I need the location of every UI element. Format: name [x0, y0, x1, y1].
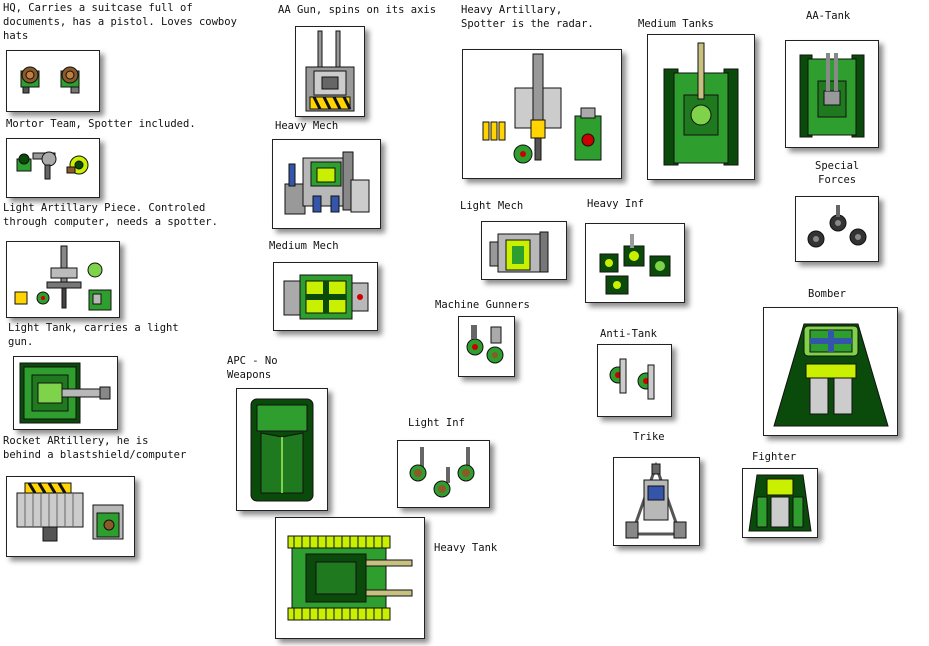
hq-sprite [20, 66, 80, 94]
light-artillery-sprite-card[interactable] [6, 241, 120, 318]
anti-tank-label: Anti-Tank [600, 328, 657, 340]
heavy-artillery-sprite [482, 53, 602, 164]
fighter-label: Fighter [752, 451, 797, 463]
heavy-artillery-label: Heavy Artillary, Spotter is the radar. [461, 4, 594, 30]
hq-soldier-2 [60, 66, 80, 94]
aa-tank-label: AA-Tank [806, 10, 851, 22]
fighter-sprite-card[interactable] [742, 468, 818, 538]
heavy-mech-sprite-card[interactable] [272, 139, 381, 229]
apc-label: APC - No Weapons [227, 355, 278, 381]
medium-tanks-label: Medium Tanks [638, 18, 714, 30]
hq-sprite-card[interactable] [6, 50, 100, 112]
hq-soldier-1 [20, 66, 40, 94]
rocket-artillery-label: Rocket ARtillery, he is behind a blastsh… [3, 435, 187, 461]
trike-label: Trike [633, 431, 665, 443]
aa-gun-label: AA Gun, spins on its axis [278, 4, 437, 16]
light-artillery-label: Light Artillary Piece. Controled through… [3, 202, 218, 228]
medium-mech-sprite-card[interactable] [273, 262, 378, 331]
machine-gunners-sprite-card[interactable] [458, 316, 515, 377]
anti-tank-sprite-card[interactable] [597, 344, 672, 417]
rocket-artillery-sprite-card[interactable] [6, 476, 135, 557]
medium-tanks-sprite [663, 42, 739, 166]
heavy-inf-sprite [599, 234, 671, 295]
mortar-team-label: Mortor Team, Spotter included. [6, 118, 196, 130]
special-forces-sprite [807, 205, 867, 248]
light-inf-sprite [409, 447, 475, 498]
light-mech-label: Light Mech [460, 200, 524, 212]
aa-gun-sprite [305, 30, 355, 112]
heavy-tank-label: Heavy Tank [434, 542, 498, 554]
machine-gunners-sprite [466, 325, 504, 364]
medium-mech-sprite [283, 274, 369, 320]
apc-sprite-card[interactable] [236, 388, 328, 511]
heavy-tank-sprite [287, 535, 413, 621]
special-forces-label: Special Forces [815, 160, 860, 186]
trike-sprite-card[interactable] [613, 457, 700, 546]
aa-tank-sprite [799, 53, 865, 138]
light-mech-sprite-card[interactable] [481, 221, 567, 280]
bomber-label: Bomber [808, 288, 846, 300]
hq-label: HQ, Carries a suitcase full of documents… [3, 2, 237, 42]
apc-sprite [250, 398, 314, 502]
aa-tank-sprite-card[interactable] [785, 40, 879, 148]
trike-sprite [625, 461, 687, 539]
aa-gun-sprite-card[interactable] [295, 26, 365, 117]
light-tank-label: Light Tank, carries a light gun. [8, 322, 179, 348]
machine-gunners-label: Machine Gunners [435, 299, 530, 311]
rocket-artillery-sprite [16, 482, 124, 542]
special-forces-sprite-card[interactable] [795, 196, 879, 262]
anti-tank-sprite [609, 358, 655, 400]
heavy-tank-sprite-card[interactable] [275, 517, 425, 639]
heavy-inf-sprite-card[interactable] [585, 223, 685, 303]
light-tank-sprite [19, 362, 111, 424]
heavy-mech-sprite [284, 151, 370, 215]
bomber-sprite [773, 323, 889, 427]
light-inf-soldier-3 [457, 447, 475, 482]
light-inf-soldier-2 [433, 467, 451, 498]
light-tank-sprite-card[interactable] [13, 356, 118, 430]
heavy-artillery-sprite-card[interactable] [462, 49, 622, 179]
heavy-mech-label: Heavy Mech [275, 120, 339, 132]
heavy-inf-label: Heavy Inf [587, 198, 644, 210]
light-inf-soldier-1 [409, 447, 427, 482]
fighter-sprite [748, 474, 812, 532]
bomber-sprite-card[interactable] [763, 307, 898, 436]
light-mech-sprite [489, 231, 549, 273]
light-inf-sprite-card[interactable] [397, 440, 490, 508]
light-inf-label: Light Inf [408, 417, 465, 429]
medium-tanks-sprite-card[interactable] [647, 34, 755, 180]
mortar-team-sprite [16, 151, 89, 180]
mortar-team-sprite-card[interactable] [6, 138, 100, 198]
light-artillery-sprite [14, 245, 112, 311]
medium-mech-label: Medium Mech [269, 240, 339, 252]
